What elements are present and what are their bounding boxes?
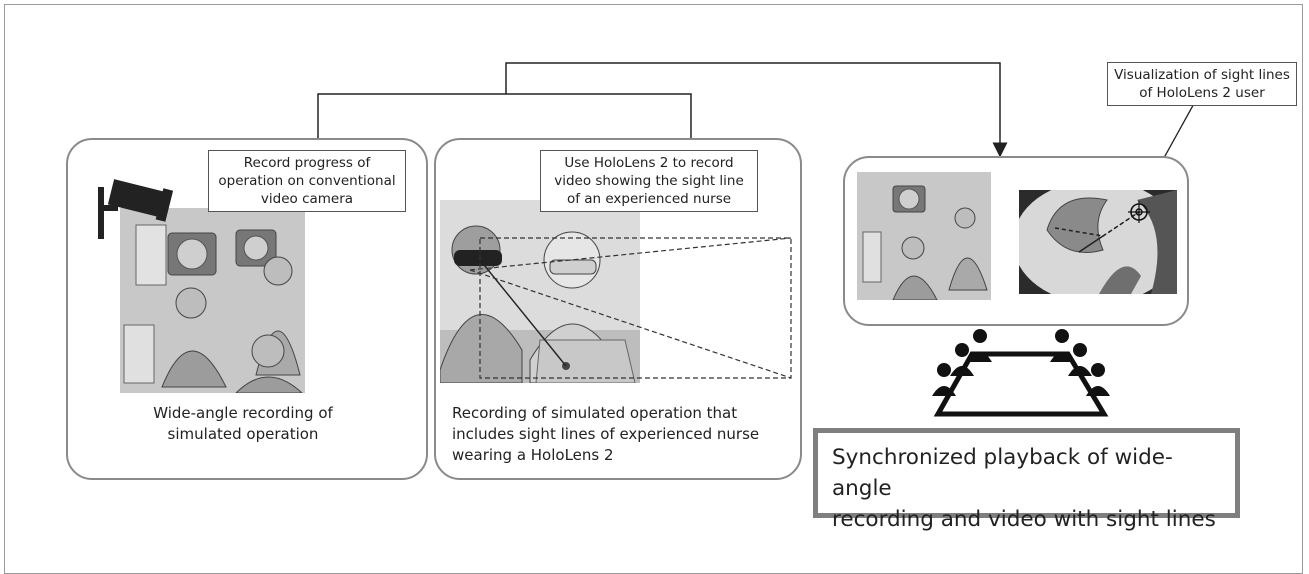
hololens-callout-line-2: video showing the sight line xyxy=(554,173,744,189)
camera-callout-line-3: video camera xyxy=(260,191,354,207)
playback-sightline-thumbnail xyxy=(1019,190,1177,294)
playback-wide-angle-thumbnail xyxy=(857,172,991,300)
camera-callout: Record progress of operation on conventi… xyxy=(208,150,406,212)
flow-arrow xyxy=(505,62,1008,158)
hololens-callout: Use HoloLens 2 to record video showing t… xyxy=(540,150,758,212)
sightline-callout-line-2: of HoloLens 2 user xyxy=(1139,85,1265,101)
hololens-callout-line-1: Use HoloLens 2 to record xyxy=(564,155,734,171)
sightline-callout-line-1: Visualization of sight lines xyxy=(1114,67,1290,83)
summary-line-1: Synchronized playback of wide-angle xyxy=(832,445,1173,501)
hololens-illustration xyxy=(440,200,640,383)
crosshair-icon xyxy=(1128,201,1150,223)
summary-line-2: recording and video with sight lines xyxy=(832,507,1216,532)
camera-callout-line-1: Record progress of xyxy=(243,155,371,171)
wide-angle-caption: Wide-angle recording of simulated operat… xyxy=(118,403,368,445)
hololens-caption-line-2: includes sight lines of experienced nurs… xyxy=(452,425,760,443)
summary-box: Synchronized playback of wide-angle reco… xyxy=(813,428,1240,532)
field-of-view-lines xyxy=(470,237,792,379)
bracket-line xyxy=(317,93,692,138)
wide-angle-caption-line-1: Wide-angle recording of xyxy=(153,404,333,422)
hololens-caption: Recording of simulated operation that in… xyxy=(452,403,792,466)
hololens-callout-line-3: of an experienced nurse xyxy=(566,191,732,207)
viewers-around-table-icon xyxy=(932,329,1110,417)
sightline-callout: Visualization of sight lines of HoloLens… xyxy=(1107,62,1297,106)
wide-angle-illustration xyxy=(98,179,305,393)
camera-callout-line-2: operation on conventional xyxy=(218,173,396,189)
hololens-caption-line-1: Recording of simulated operation that xyxy=(452,404,738,422)
hololens-caption-line-3: wearing a HoloLens 2 xyxy=(452,446,614,464)
wide-angle-caption-line-2: simulated operation xyxy=(167,425,319,443)
